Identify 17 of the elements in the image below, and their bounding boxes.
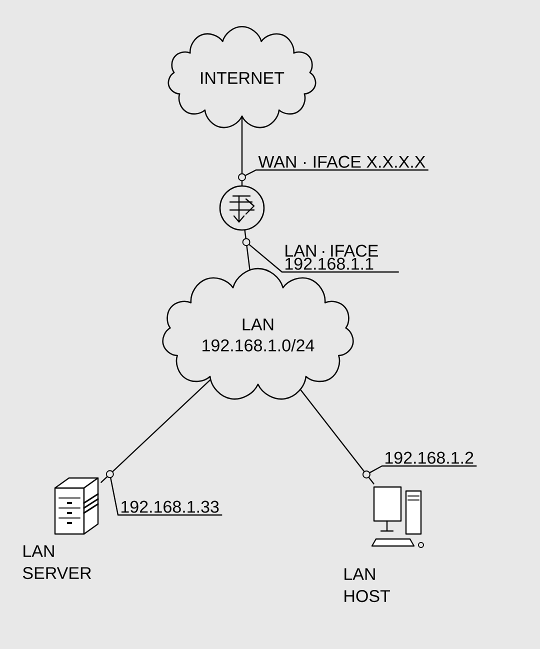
router-symbol (219, 185, 265, 231)
interface-label: WAN · IFACE X.X.X.X (258, 156, 426, 168)
interface-label: 192.168.1.33 (122, 500, 219, 513)
network-link (242, 230, 250, 270)
computer-drawing (371, 486, 424, 548)
leader-line (369, 465, 477, 474)
network-link (238, 116, 246, 186)
leader-line (244, 169, 428, 176)
server-drawing (54, 477, 99, 535)
interface-label: LAN · IFACE 192.168.1.1 (286, 244, 378, 270)
device-caption: LAN HOST (344, 568, 390, 602)
interface-label: 192.168.1.2 (386, 452, 474, 464)
leader-line (110, 477, 222, 516)
network-link (300, 390, 374, 484)
leader-line (248, 244, 399, 273)
device-caption: LAN SERVER (22, 545, 92, 580)
network-link (100, 379, 211, 483)
